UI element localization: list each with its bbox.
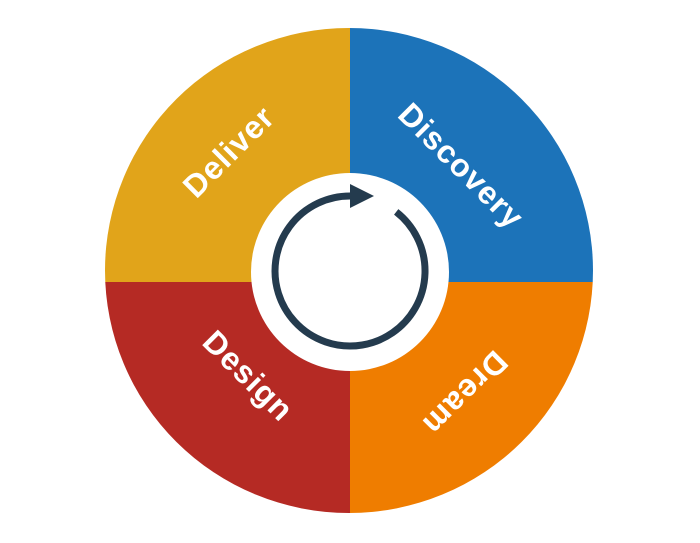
arrow-head <box>350 184 374 208</box>
arrow-arc <box>271 192 429 350</box>
center-hub <box>251 173 449 371</box>
cycle-arrow-icon <box>251 173 449 371</box>
cycle-wheel <box>105 28 593 513</box>
